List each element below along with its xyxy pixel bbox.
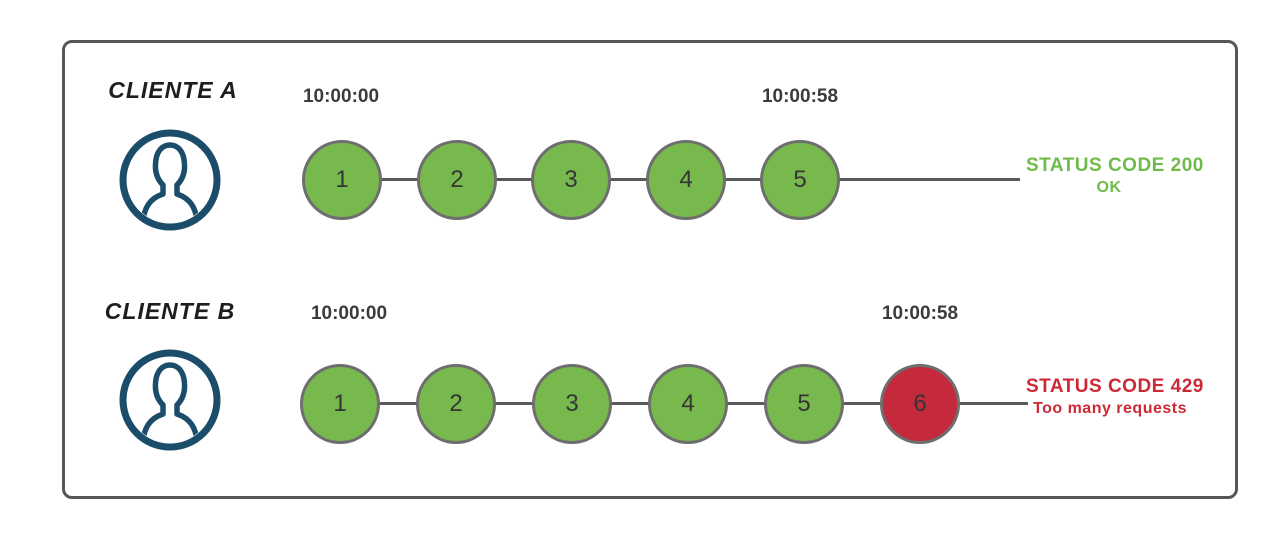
request-circle-b2: 2: [416, 364, 496, 444]
request-circle-b6-blocked: 6: [880, 364, 960, 444]
client-a-status: STATUS CODE 200 OK: [1026, 155, 1204, 197]
client-b-status: STATUS CODE 429 Too many requests: [1026, 376, 1204, 418]
client-b-label: CLIENTE B: [104, 298, 236, 324]
diagram-frame: [62, 40, 1238, 499]
client-b-end-time: 10:00:58: [881, 303, 959, 324]
request-circle-b3: 3: [532, 364, 612, 444]
request-circle-b5: 5: [764, 364, 844, 444]
client-b-start-time: 10:00:00: [310, 303, 388, 324]
request-circle-b4: 4: [648, 364, 728, 444]
request-circle-b1: 1: [300, 364, 380, 444]
client-a-avatar-icon: [119, 129, 221, 231]
request-circle-a2: 2: [417, 140, 497, 220]
request-circle-a1: 1: [302, 140, 382, 220]
client-a-status-message: OK: [1096, 178, 1122, 196]
client-b-status-code: STATUS CODE 429: [1026, 376, 1204, 397]
client-b-avatar-icon: [119, 349, 221, 451]
client-a-start-time: 10:00:00: [302, 86, 380, 107]
request-circle-a5: 5: [760, 140, 840, 220]
request-circle-a4: 4: [646, 140, 726, 220]
client-a-label: CLIENTE A: [108, 77, 238, 103]
client-a-end-time: 10:00:58: [761, 86, 839, 107]
client-b-status-message: Too many requests: [1032, 399, 1187, 417]
request-circle-a3: 3: [531, 140, 611, 220]
client-a-status-code: STATUS CODE 200: [1026, 155, 1204, 176]
